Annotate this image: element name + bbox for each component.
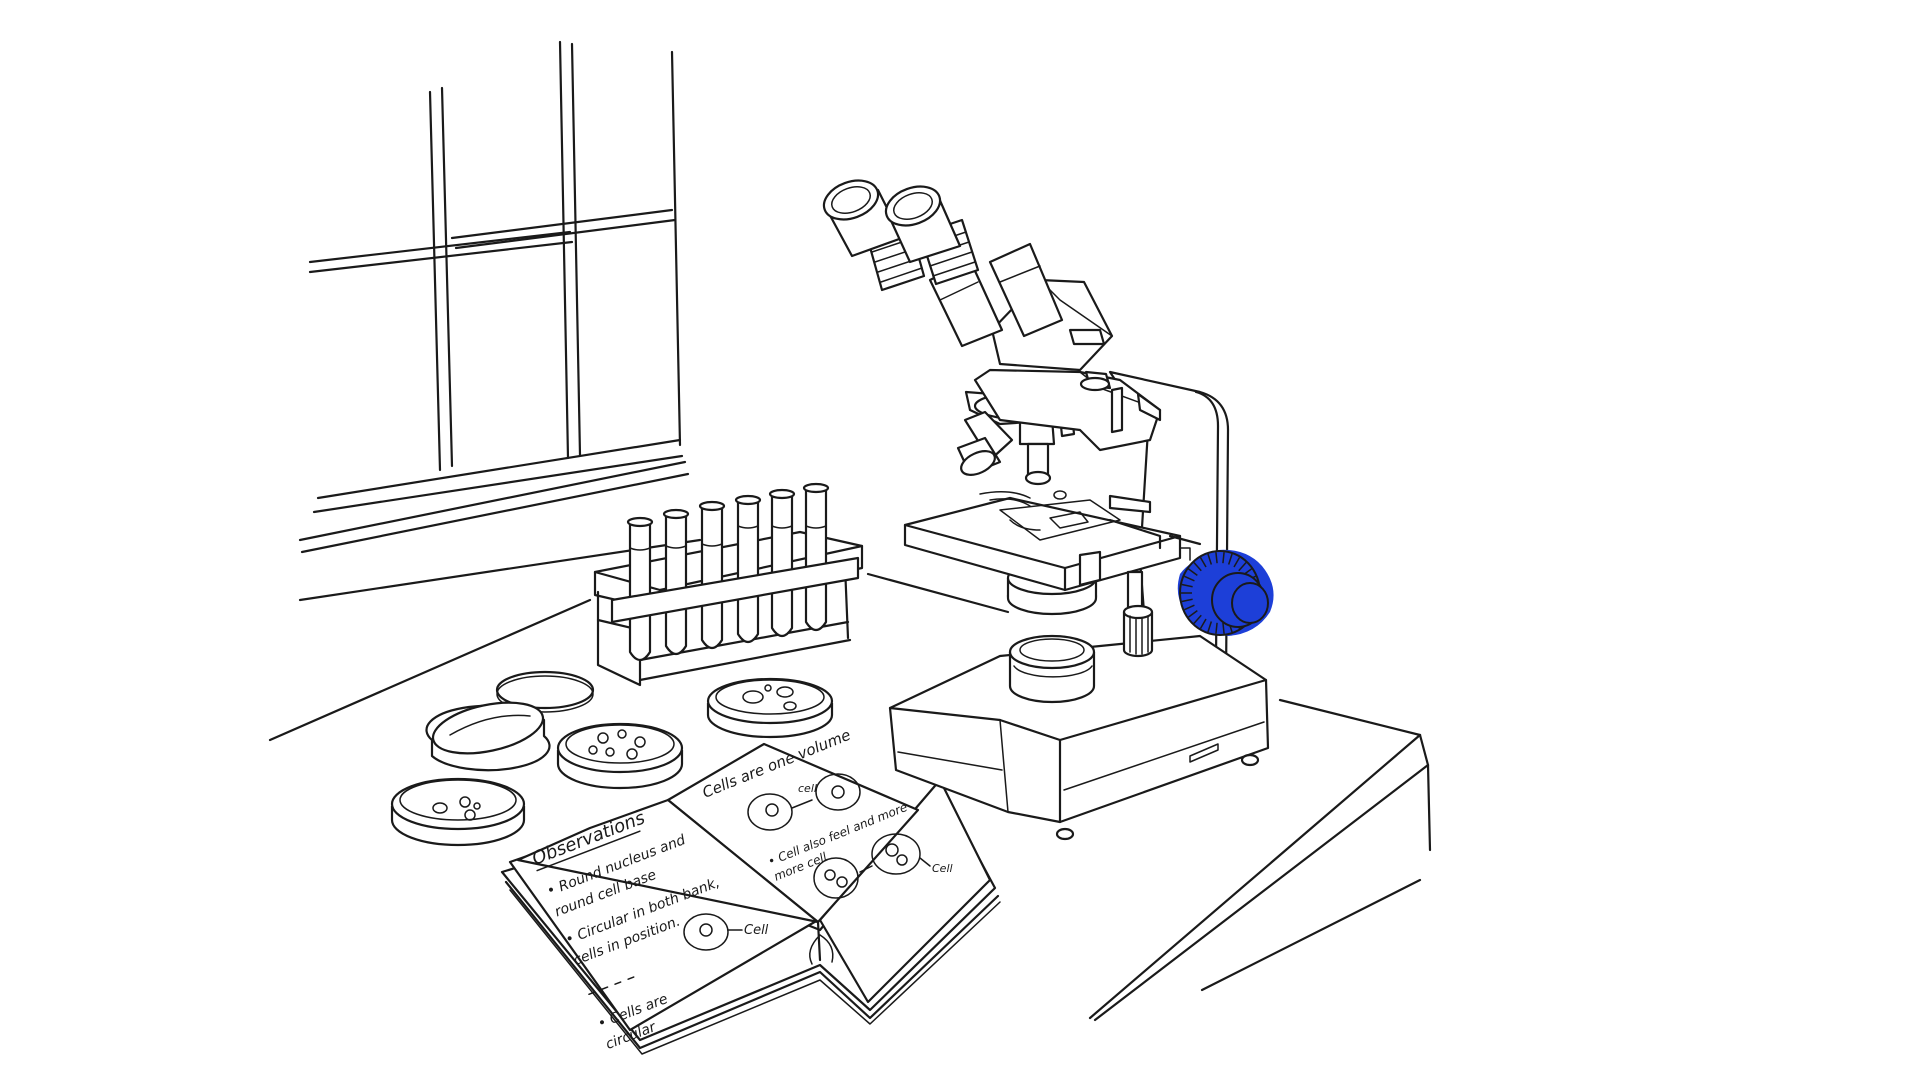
test-tube-liquid-line bbox=[805, 525, 827, 529]
cell-label: Cell bbox=[744, 923, 769, 938]
microscope bbox=[822, 179, 1270, 841]
cell-label: Cell bbox=[932, 862, 953, 875]
knob-ridge bbox=[1184, 575, 1195, 582]
petri-dish-empty bbox=[425, 701, 551, 772]
petri-dish-colonies-middle bbox=[556, 722, 684, 790]
test-tube-liquid-line bbox=[629, 547, 651, 551]
test-tube bbox=[664, 514, 688, 656]
test-tube-liquid-line bbox=[737, 525, 759, 529]
test-tube-liquid-line bbox=[665, 545, 687, 549]
knob-ridge bbox=[1199, 618, 1207, 629]
petri-dish-colonies-top bbox=[706, 677, 834, 739]
test-tube bbox=[736, 500, 760, 644]
knob-ridge bbox=[1238, 562, 1247, 572]
petri-dish-colonies-bottom bbox=[390, 777, 526, 847]
knob-ridge bbox=[1207, 553, 1213, 565]
knob-ridge bbox=[1222, 622, 1225, 634]
petri-dish-lid bbox=[495, 670, 595, 713]
table bbox=[268, 572, 1432, 1022]
test-tube bbox=[804, 488, 828, 632]
knob-ridge bbox=[1188, 568, 1198, 576]
test-tube-rim bbox=[768, 488, 796, 500]
window bbox=[298, 40, 702, 602]
test-tube-rim bbox=[698, 500, 726, 512]
test-tubes bbox=[626, 482, 830, 662]
knob-ridge bbox=[1227, 553, 1233, 565]
test-tube-liquid-line bbox=[701, 543, 723, 547]
note-cell: cell bbox=[798, 782, 817, 795]
knob-ridge bbox=[1181, 583, 1193, 588]
notebook bbox=[500, 742, 1001, 1055]
knob-ridge bbox=[1222, 552, 1225, 564]
knob-ridge bbox=[1233, 557, 1241, 568]
knob-ridge bbox=[1215, 552, 1218, 564]
test-tube bbox=[628, 522, 652, 662]
test-tube-rim bbox=[802, 482, 830, 494]
test-tube-rim bbox=[626, 516, 654, 528]
knob-ridge bbox=[1184, 604, 1195, 611]
rack-front-bar bbox=[610, 556, 860, 624]
knob-ridge bbox=[1215, 622, 1218, 634]
test-tube-rim bbox=[662, 508, 690, 520]
test-tube-rim bbox=[734, 494, 762, 506]
knob-ridge bbox=[1181, 598, 1193, 603]
knob-ridge bbox=[1193, 562, 1202, 572]
knob-ridge bbox=[1207, 621, 1213, 633]
test-tube bbox=[700, 506, 724, 650]
focus-knob bbox=[1177, 547, 1274, 636]
knob-ridge bbox=[1188, 610, 1198, 618]
knob-ridge bbox=[1199, 557, 1207, 568]
test-tube-liquid-line bbox=[771, 525, 793, 529]
test-tube bbox=[770, 494, 794, 638]
knob-ridge bbox=[1193, 614, 1202, 624]
